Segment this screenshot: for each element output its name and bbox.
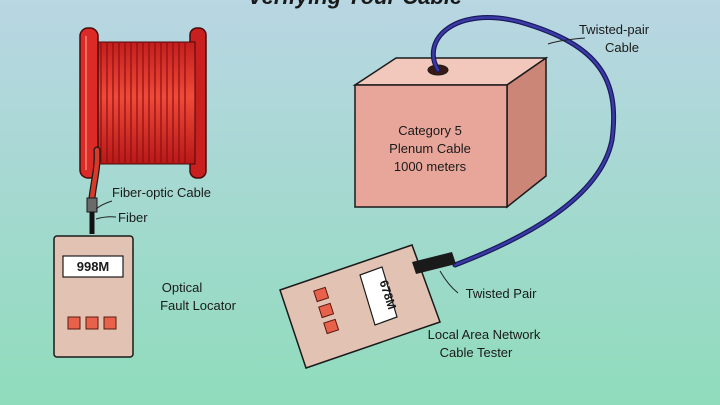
- label-optical: Optical: [162, 280, 203, 295]
- label-fiber: Fiber: [118, 210, 148, 225]
- label-twisted-pair-end: Twisted Pair: [466, 286, 537, 301]
- label-cable: Cable: [605, 40, 639, 55]
- ofl-display-readout: 998M: [77, 259, 110, 274]
- box-label-category: Category 5: [398, 123, 462, 138]
- ofl-button: [67, 316, 81, 330]
- fiber-connector: [86, 197, 98, 213]
- lan-cable-tester: [279, 244, 456, 369]
- category5-cable-box: [352, 56, 549, 209]
- box-label-length: 1000 meters: [394, 159, 467, 174]
- lan-button: [318, 302, 335, 319]
- lan-button: [313, 286, 330, 303]
- label-fiber-optic-cable: Fiber-optic Cable: [112, 185, 211, 200]
- lan-display: [359, 266, 398, 326]
- label-fault-locator: Fault Locator: [160, 298, 237, 313]
- ofl-display: [62, 255, 124, 278]
- title: Verifying Your Cable: [248, 0, 462, 9]
- lan-button: [323, 318, 340, 335]
- label-cable-tester: Cable Tester: [440, 345, 513, 360]
- label-local-area-network: Local Area Network: [428, 327, 541, 342]
- ofl-button: [85, 316, 99, 330]
- box-label-plenum: Plenum Cable: [389, 141, 471, 156]
- tester-connector: [412, 252, 456, 274]
- optical-fault-locator: 998M: [53, 235, 134, 358]
- label-twisted-pair: Twisted-pair: [579, 22, 650, 37]
- fiber-spool: [79, 27, 207, 179]
- ofl-button: [103, 316, 117, 330]
